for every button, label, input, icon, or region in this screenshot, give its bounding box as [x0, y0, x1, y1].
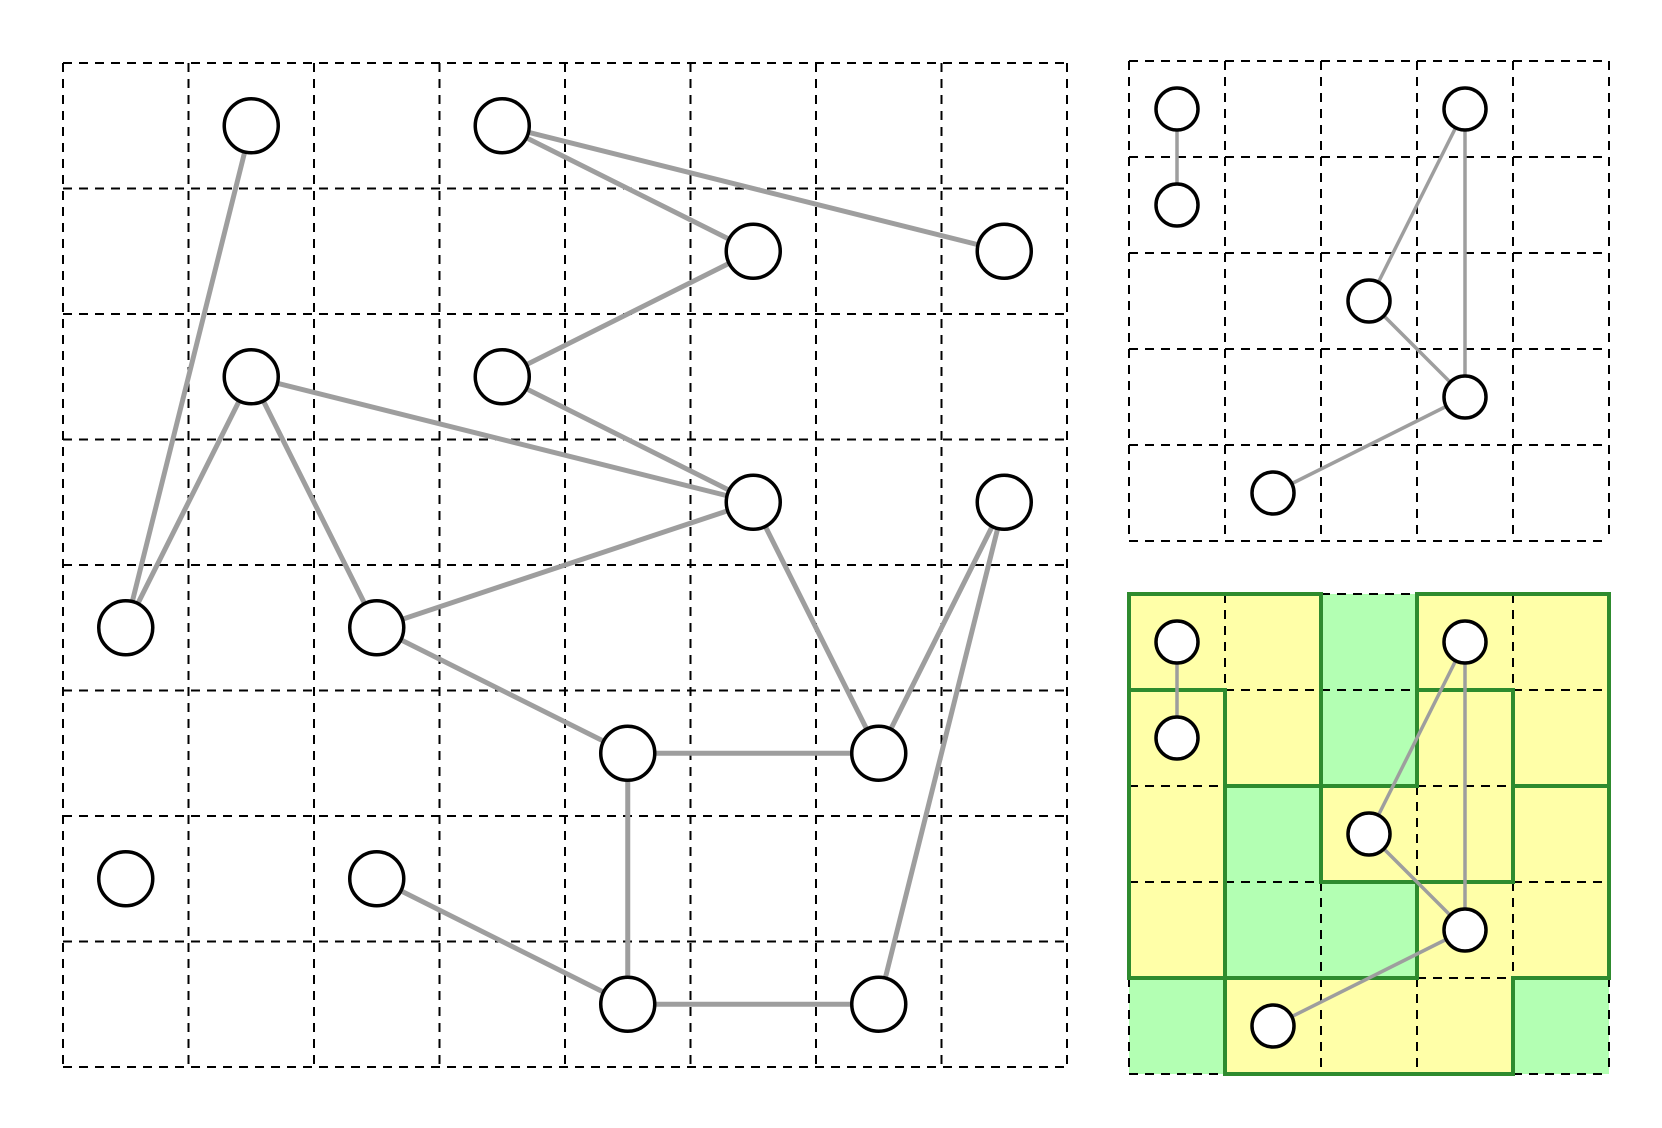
region-cell-yellow: [1225, 594, 1321, 690]
edge-s5-s6: [1271, 928, 1467, 1028]
region-cell-green: [1225, 882, 1321, 978]
edge-n5-n10: [248, 374, 380, 631]
region-nodes: [1154, 619, 1488, 1049]
edge-n7-n10: [374, 499, 756, 631]
region-cell-yellow: [1513, 690, 1609, 786]
region-cell-yellow: [1321, 978, 1417, 1074]
edge-n2-n4: [499, 123, 1007, 254]
edge-s3-s4: [1367, 107, 1467, 303]
edge-s5-s6: [1271, 395, 1467, 495]
region-cell-yellow: [1513, 786, 1609, 882]
region-cell-green: [1513, 978, 1609, 1074]
region-cell-green: [1321, 882, 1417, 978]
edge-n3-n6: [499, 248, 756, 380]
node-n2: [473, 97, 531, 155]
edge-n14-n15: [374, 876, 631, 1007]
small-graph-panel: [1128, 60, 1610, 542]
region-cell-yellow: [1129, 882, 1225, 978]
node-s1: [1154, 86, 1200, 132]
region-cell-yellow: [1225, 690, 1321, 786]
region-cell-green: [1321, 690, 1417, 786]
node-s5: [1442, 907, 1488, 953]
node-n12: [850, 724, 908, 782]
edge-n1-n9: [123, 123, 254, 631]
region-cell-green: [1129, 978, 1225, 1074]
edge-n8-n16: [876, 499, 1007, 1007]
node-n6: [473, 348, 531, 406]
node-n14: [348, 850, 406, 908]
node-s2: [1154, 182, 1200, 228]
region-cell-green: [1321, 594, 1417, 690]
edge-n10-n11: [374, 625, 631, 756]
node-n7: [724, 473, 782, 531]
node-n11: [599, 724, 657, 782]
node-s2: [1154, 715, 1200, 761]
node-n9: [97, 599, 155, 657]
node-s3: [1442, 619, 1488, 665]
edge-n6-n7: [499, 374, 756, 505]
main-graph-panel: [62, 62, 1068, 1068]
node-s6: [1250, 470, 1296, 516]
region-cell-yellow: [1513, 882, 1609, 978]
edge-n5-n7: [248, 374, 756, 505]
edge-n8-n12: [876, 499, 1007, 756]
node-n3: [724, 222, 782, 280]
node-s6: [1250, 1003, 1296, 1049]
node-s4: [1346, 811, 1392, 857]
region-map-panel: [1127, 592, 1611, 1076]
region-cell-yellow: [1513, 594, 1609, 690]
node-s1: [1154, 619, 1200, 665]
main-edges: [123, 123, 1007, 1007]
node-n16: [850, 975, 908, 1033]
main-nodes: [97, 97, 1033, 1033]
region-cell-green: [1225, 786, 1321, 882]
region-cell-yellow: [1417, 978, 1513, 1074]
node-n1: [222, 97, 280, 155]
node-s3: [1442, 86, 1488, 132]
node-n5: [222, 348, 280, 406]
node-n8: [975, 473, 1033, 531]
node-n10: [348, 599, 406, 657]
node-s4: [1346, 278, 1392, 324]
edge-n7-n12: [750, 499, 882, 756]
region-borders: [1127, 592, 1611, 1076]
node-s5: [1442, 374, 1488, 420]
node-n15: [599, 975, 657, 1033]
edge-n2-n3: [499, 123, 756, 254]
edge-n5-n9: [123, 374, 254, 631]
small-nodes: [1154, 86, 1488, 516]
node-n13: [97, 850, 155, 908]
node-n4: [975, 222, 1033, 280]
region-cell-yellow: [1129, 786, 1225, 882]
edge-s3-s4: [1367, 640, 1467, 836]
